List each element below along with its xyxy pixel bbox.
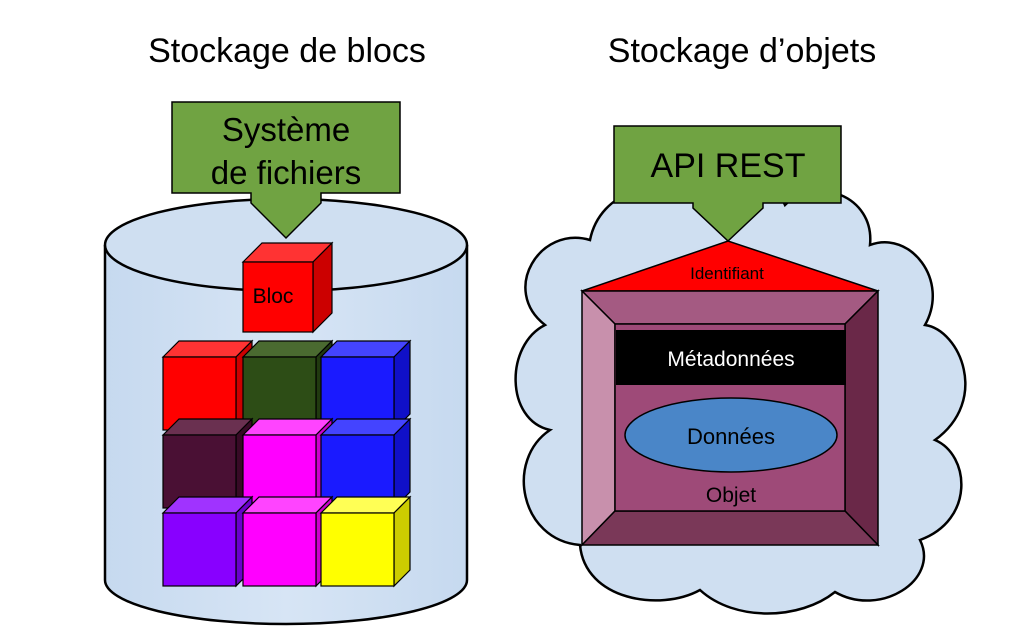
cube-blue-2 [319, 417, 412, 510]
cube-yellow [319, 495, 412, 588]
block-storage-title: Stockage de blocs [148, 32, 426, 70]
bloc-cube [241, 241, 334, 334]
cube-violet [161, 495, 254, 588]
filesystem-arrow-label-line2: de fichiers [211, 154, 361, 191]
cube-magenta [241, 417, 334, 510]
filesystem-arrow-label-line1: Système [222, 111, 350, 148]
block-label: Bloc [253, 285, 294, 308]
data-label: Données [687, 424, 775, 449]
object-storage-title: Stockage d’objets [608, 32, 876, 70]
cube-red [161, 339, 254, 432]
cube-magenta-2 [241, 495, 334, 588]
metadata-label: Métadonnées [667, 348, 794, 371]
filesystem-arrow [171, 101, 401, 240]
blocks-grid [161, 241, 412, 588]
data-ellipse [624, 397, 838, 473]
api-rest-arrow-label: API REST [651, 147, 806, 185]
cube-plum [161, 417, 254, 510]
metadata-bar [616, 330, 846, 385]
identifier-label: Identifiant [690, 264, 764, 283]
api-rest-arrow [613, 125, 842, 243]
object-label: Objet [706, 484, 756, 507]
cube-dark-green [241, 339, 334, 432]
cube-blue [319, 339, 412, 432]
